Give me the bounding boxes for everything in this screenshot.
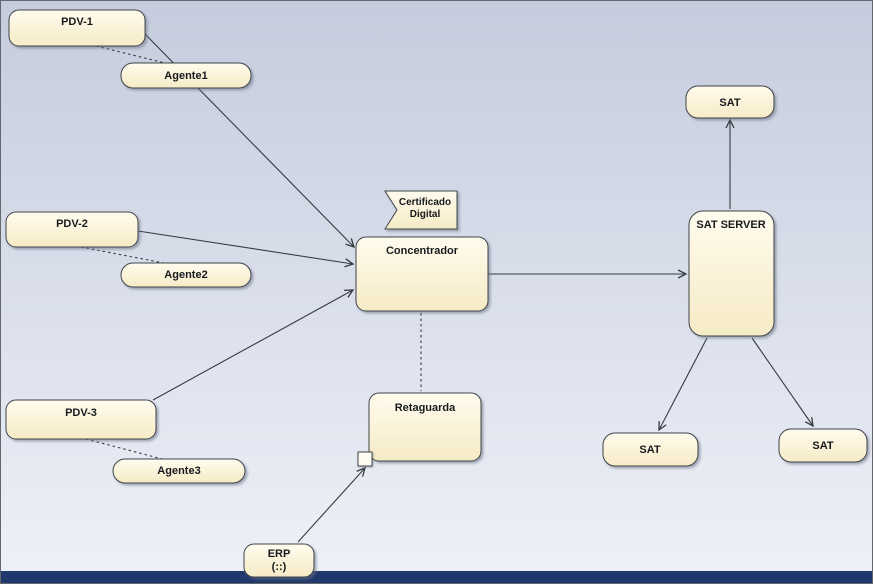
pdv3-label: PDV-3: [65, 407, 97, 419]
sat-right-node[interactable]: [778, 428, 868, 463]
concentrador-label: Concentrador: [386, 245, 459, 257]
connector-pdv2-agente2[interactable]: [80, 246, 170, 265]
arrow-pdv2-concentrador[interactable]: [137, 230, 355, 268]
certificado-digital-flag[interactable]: [384, 190, 458, 230]
retaguarda-node[interactable]: [368, 392, 482, 462]
agente1-node[interactable]: [120, 62, 252, 89]
erp-node[interactable]: [243, 543, 315, 578]
agente2-node[interactable]: [120, 262, 252, 288]
erp-label-line2: (::): [272, 561, 287, 573]
sat-left-label: SAT: [639, 444, 660, 456]
agente3-label: Agente3: [157, 465, 200, 477]
pdv2-label: PDV-2: [56, 218, 88, 230]
sat-server-label: SAT SERVER: [696, 219, 765, 231]
pdv2-node[interactable]: [5, 211, 139, 248]
agente2-label: Agente2: [164, 269, 207, 281]
concentrador-node[interactable]: [355, 236, 489, 312]
pdv3-node[interactable]: [5, 399, 157, 440]
sat-top-label: SAT: [719, 97, 740, 109]
pdv1-node[interactable]: [8, 9, 146, 47]
sat-top-node[interactable]: [685, 85, 775, 119]
sat-right-label: SAT: [812, 440, 833, 452]
agente1-label: Agente1: [164, 70, 207, 82]
arrow-satserver-sat-right[interactable]: [751, 337, 814, 428]
agente3-node[interactable]: [112, 458, 246, 484]
connector-pdv1-agente1[interactable]: [95, 45, 170, 65]
retaguarda-port[interactable]: [357, 451, 373, 467]
certificado-label-line1: Certificado: [399, 197, 451, 208]
arrow-satserver-sat-left[interactable]: [658, 337, 708, 432]
erp-label-line1: ERP: [268, 548, 291, 560]
pdv1-label: PDV-1: [61, 16, 93, 28]
sat-server-node[interactable]: [688, 210, 775, 337]
arrow-erp-retaguarda[interactable]: [297, 466, 366, 543]
retaguarda-label: Retaguarda: [395, 402, 456, 414]
arrow-pdv3-concentrador[interactable]: [152, 289, 355, 401]
bottom-bar: [1, 571, 872, 583]
certificado-label-line2: Digital: [410, 209, 441, 220]
sat-left-node[interactable]: [602, 432, 699, 467]
